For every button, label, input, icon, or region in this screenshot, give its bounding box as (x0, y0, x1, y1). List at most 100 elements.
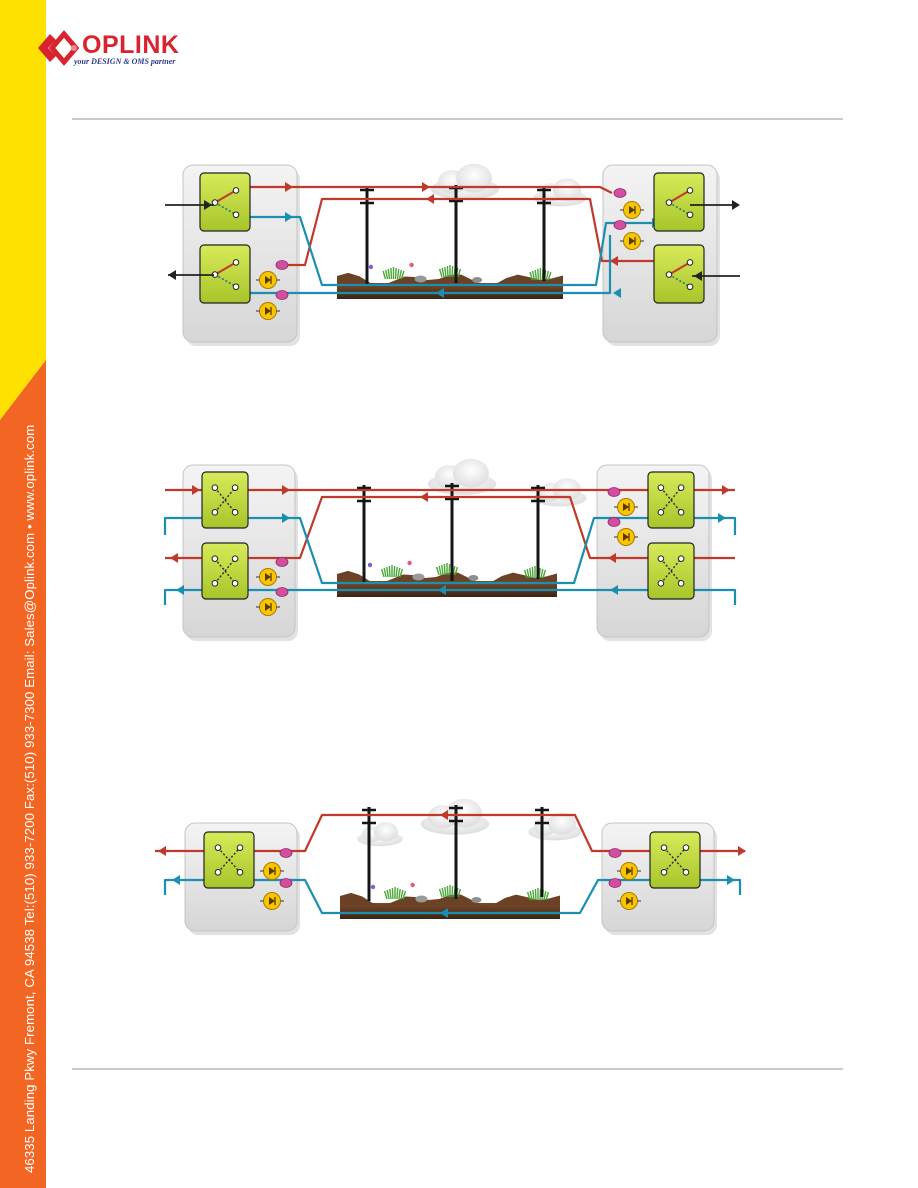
switch-path (214, 261, 237, 276)
port-icon (686, 187, 694, 194)
port-icon (682, 844, 690, 851)
photodiode-icon (614, 528, 638, 546)
cross-path (663, 847, 687, 873)
arrow-icon (168, 270, 176, 280)
grass-blade (389, 888, 392, 900)
port-icon (231, 555, 239, 562)
cross-path (214, 487, 236, 513)
cloud-part (453, 458, 489, 488)
arrow-icon (440, 810, 448, 820)
arrow-icon (440, 908, 448, 918)
grass-blade (438, 268, 443, 278)
diode-symbol (265, 573, 271, 581)
arrow-icon (436, 288, 444, 298)
grass-blade (391, 887, 394, 900)
grass-blade (531, 270, 536, 281)
grass-blade (386, 889, 390, 900)
photodiode-icon (620, 232, 644, 250)
port-icon (211, 199, 219, 206)
optical-switch (201, 471, 249, 529)
arrow-icon (422, 182, 430, 192)
arrow-icon (610, 256, 618, 266)
protection-diagram-1 (165, 163, 740, 346)
rock (415, 895, 428, 903)
port-icon (657, 509, 665, 516)
arrow-icon (608, 553, 616, 563)
grass-blade (457, 888, 462, 898)
top-divider (72, 118, 843, 120)
diode-symbol (626, 867, 632, 875)
grass-blade (529, 567, 532, 579)
grass-blade (446, 885, 449, 898)
tap-coupler-icon (275, 557, 289, 567)
tap-coupler-icon (279, 848, 293, 858)
grass-blade (438, 888, 443, 898)
grass-blade (526, 568, 530, 579)
arrow-icon (282, 485, 290, 495)
grass-blade (383, 567, 387, 578)
port-icon (231, 509, 239, 516)
port-icon (657, 555, 665, 562)
port-icon (232, 187, 240, 194)
cloud-part (456, 163, 492, 193)
bottom-divider (72, 1068, 843, 1070)
grass-blade (387, 268, 391, 280)
grass-blade (380, 568, 385, 578)
rock (472, 277, 483, 283)
photodiode-icon (256, 598, 280, 616)
soil-layer (337, 283, 563, 299)
optical-switch (199, 244, 251, 304)
arrow-icon (694, 271, 702, 281)
protection-diagram-3 (155, 798, 746, 935)
grass-blade (394, 267, 397, 280)
brand-name: OPLINK (82, 31, 180, 59)
grass-blade (529, 271, 534, 281)
grass-blade (396, 887, 399, 900)
diode-symbol (265, 603, 271, 611)
arrow-icon (420, 492, 428, 502)
terrain (337, 262, 563, 299)
grass-blade (523, 569, 528, 579)
cloud-icon (357, 822, 403, 847)
arrow-icon (738, 846, 746, 856)
tap-coupler-icon (613, 220, 627, 230)
cloud-icon (430, 163, 500, 200)
flower (370, 884, 376, 890)
arrow-icon (204, 200, 212, 210)
protection-fiber (163, 878, 742, 915)
diode-symbol (265, 307, 271, 315)
arrow-icon (722, 485, 730, 495)
diode-symbol (626, 897, 632, 905)
grass-blade (441, 564, 444, 576)
arrow-icon (158, 846, 166, 856)
arrow-icon (732, 200, 740, 210)
grass-blade (441, 267, 445, 278)
arrow-icon (610, 585, 618, 595)
diode-symbol (629, 237, 635, 245)
cross-path (660, 487, 682, 513)
protection-fiber (163, 516, 737, 585)
optical-switch (647, 542, 695, 600)
arrow-icon (285, 212, 293, 222)
photodiode-icon (617, 862, 641, 880)
grass-blade (529, 890, 533, 901)
grass-blade (534, 269, 538, 281)
cloud-part (446, 798, 482, 828)
optical-switch (647, 471, 695, 529)
grass-blade (390, 267, 393, 280)
photodiode-icon (617, 892, 641, 910)
grass-blade (446, 265, 449, 278)
grass-blade (547, 271, 552, 281)
port-icon (677, 580, 685, 587)
diode-symbol (269, 897, 275, 905)
port-icon (665, 271, 673, 278)
port-icon (232, 259, 240, 266)
port-icon (211, 580, 219, 587)
port-icon (660, 844, 668, 851)
photodiode-icon (260, 892, 284, 910)
cross-path (214, 558, 236, 584)
arrow-icon (172, 875, 180, 885)
cloud-part (548, 812, 576, 835)
arrow-icon (718, 513, 726, 523)
rock (471, 897, 482, 903)
